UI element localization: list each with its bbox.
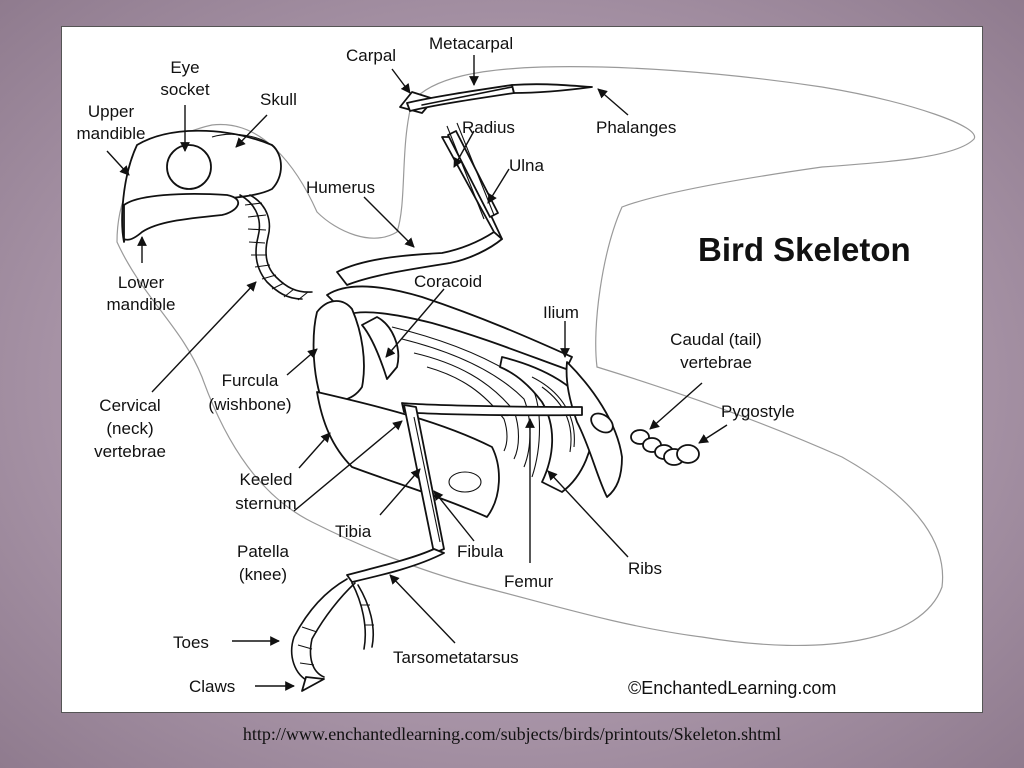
arrow-keeled-sternum	[298, 432, 331, 469]
arrow-phalanges	[597, 88, 629, 116]
label-eye-line1: Eye	[170, 58, 199, 77]
label-toes: Toes	[173, 633, 209, 652]
bird-skeleton-diagram: Bird Skeleton ©EnchantedLearning.com Car…	[77, 34, 976, 698]
arrow-cervical	[151, 281, 257, 393]
source-url-text: http://www.enchantedlearning.com/subject…	[242, 724, 782, 744]
arrow-caudal	[649, 382, 703, 430]
label-caudal-line1: Caudal (tail)	[670, 330, 762, 349]
label-keeled-line2: sternum	[235, 494, 296, 513]
arrow-ulna	[487, 168, 510, 204]
arrow-furcula	[286, 348, 318, 376]
label-phalanges: Phalanges	[596, 118, 676, 137]
label-keeled-line1: Keeled	[240, 470, 293, 489]
label-lower-line1: Lower	[118, 273, 165, 292]
label-tarsometatarsus: Tarsometatarsus	[393, 648, 519, 667]
arrow-patella	[293, 420, 403, 512]
label-eye-line2: socket	[160, 80, 209, 99]
skull-bones	[121, 129, 282, 243]
arrow-radius	[453, 130, 475, 168]
arrow-upper-mandible	[106, 150, 130, 176]
label-humerus: Humerus	[306, 178, 375, 197]
label-femur: Femur	[504, 572, 553, 591]
wing-bones	[336, 83, 593, 286]
label-patella-line2: (knee)	[239, 565, 287, 584]
label-claws: Claws	[189, 677, 235, 696]
diagram-title: Bird Skeleton	[698, 231, 911, 268]
part-labels: Carpal Metacarpal Eye socket Skull Upper…	[77, 34, 795, 696]
label-coracoid: Coracoid	[414, 272, 482, 291]
arrow-fibula	[433, 490, 475, 542]
label-ilium: Ilium	[543, 303, 579, 322]
label-furcula-line1: Furcula	[222, 371, 279, 390]
label-fibula: Fibula	[457, 542, 504, 561]
arrow-tibia	[379, 468, 421, 516]
arrow-skull	[235, 114, 268, 148]
label-lower-line2: mandible	[107, 295, 176, 314]
pelvis-tail-bones	[565, 361, 700, 498]
label-ribs: Ribs	[628, 559, 662, 578]
label-upper-line2: mandible	[77, 124, 146, 143]
label-pygostyle: Pygostyle	[721, 402, 795, 421]
pointer-arrows	[106, 55, 728, 691]
label-cervical-line1: Cervical	[99, 396, 160, 415]
label-cervical-line3: vertebrae	[94, 442, 166, 461]
label-skull: Skull	[260, 90, 297, 109]
arrow-pygostyle	[698, 424, 728, 444]
cervical-vertebrae-bones	[239, 194, 313, 301]
leg-bones	[290, 402, 583, 692]
body-outline	[116, 66, 976, 647]
arrow-tarsometatarsus	[389, 574, 456, 644]
label-furcula-line2: (wishbone)	[208, 395, 291, 414]
label-cervical-line2: (neck)	[106, 419, 153, 438]
label-tibia: Tibia	[335, 522, 372, 541]
label-carpal: Carpal	[346, 46, 396, 65]
label-metacarpal: Metacarpal	[429, 34, 513, 53]
label-upper-line1: Upper	[88, 102, 135, 121]
label-radius: Radius	[462, 118, 515, 137]
arrow-carpal	[391, 68, 411, 94]
arrow-humerus	[363, 196, 415, 248]
arrow-coracoid	[385, 288, 445, 358]
label-ulna: Ulna	[509, 156, 545, 175]
arrow-ribs	[547, 470, 629, 558]
label-patella-line1: Patella	[237, 542, 290, 561]
label-caudal-line2: vertebrae	[680, 353, 752, 372]
credit-text: ©EnchantedLearning.com	[628, 678, 836, 698]
eye-socket-ring	[166, 144, 212, 190]
diagram-panel: Bird Skeleton ©EnchantedLearning.com Car…	[61, 26, 983, 713]
